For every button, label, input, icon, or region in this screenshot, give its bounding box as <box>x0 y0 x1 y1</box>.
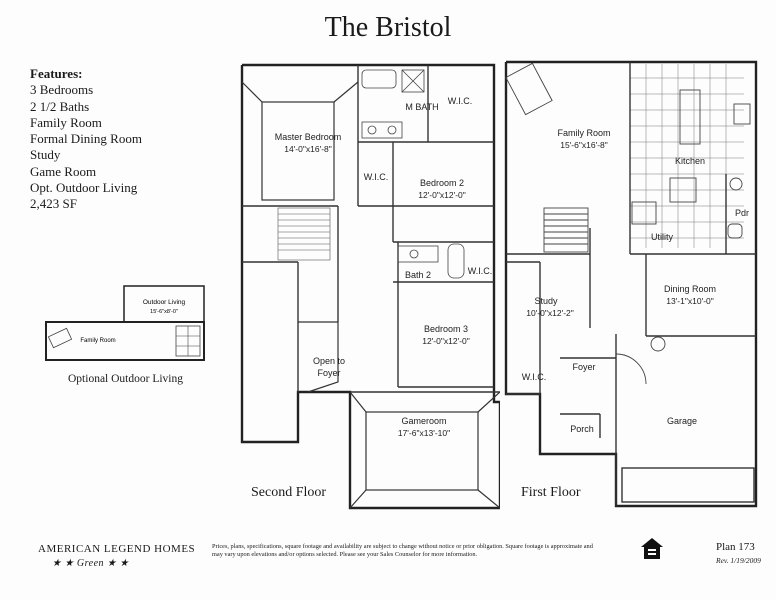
outdoor-living-label: Outdoor Living <box>143 299 186 306</box>
kitchen-label: Kitchen <box>675 156 705 166</box>
features-list: Features: 3 Bedrooms 2 1/2 Baths Family … <box>30 66 142 213</box>
master-bedroom-dims: 14'-0"x16'-8" <box>284 144 332 154</box>
m-bath-label: M BATH <box>405 102 438 112</box>
feature-item: 3 Bedrooms <box>30 82 94 98</box>
bedroom-3-label: Bedroom 3 <box>424 324 468 334</box>
bedroom-3-dims: 12'-0"x12'-0" <box>422 336 470 346</box>
study-label: Study <box>534 296 558 306</box>
feature-item: Formal Dining Room <box>30 131 142 147</box>
bedroom-2-label: Bedroom 2 <box>420 178 464 188</box>
study-dims: 10'-0"x12'-2" <box>526 308 574 318</box>
feature-item: Opt. Outdoor Living <box>30 180 138 196</box>
porch-label: Porch <box>570 424 594 434</box>
equal-housing-icon <box>641 538 663 559</box>
disclaimer-text: Prices, plans, specifications, square fo… <box>212 543 593 558</box>
utility-label: Utility <box>651 232 673 242</box>
feature-item: Family Room <box>30 114 102 130</box>
feature-item: Study <box>30 147 61 163</box>
features-heading: Features: <box>30 66 83 81</box>
gameroom-dims: 17'-6"x13'-10" <box>398 428 450 438</box>
family-room-dims: 15'-6"x16'-8" <box>560 140 608 150</box>
bath-2-label: Bath 2 <box>405 270 431 280</box>
second-floor-plan: M BATH W.I.C. Master Bedroom 14'-0"x16'-… <box>240 63 500 510</box>
builder-logo-name: AMERICAN LEGEND HOMES <box>38 543 196 555</box>
outdoor-living-dims: 15'-6"x8'-0" <box>150 309 178 315</box>
feature-item: 2,423 SF <box>30 196 77 212</box>
plan-number: Plan 173 <box>716 541 755 553</box>
outdoor-family-room-label: Family Room <box>80 338 115 344</box>
revision-date: Rev. 1/19/2009 <box>716 556 761 565</box>
optional-outdoor-plan: Outdoor Living 15'-6"x8'-0" Family Room <box>45 285 205 361</box>
wic-mid-label: W.I.C. <box>364 172 389 182</box>
feature-item: Game Room <box>30 163 97 179</box>
gameroom-label: Gameroom <box>401 416 446 426</box>
family-room-label: Family Room <box>557 128 610 138</box>
open-to-label: Open to <box>313 356 345 366</box>
garage-label: Garage <box>667 416 697 426</box>
bedroom-2-dims: 12'-0"x12'-0" <box>418 190 466 200</box>
pdr-label: Pdr <box>735 208 749 218</box>
first-wic-label: W.I.C. <box>522 372 547 382</box>
wic-top-label: W.I.C. <box>448 96 473 106</box>
second-floor-label: Second Floor <box>251 485 327 500</box>
plan-title: The Bristol <box>324 12 452 43</box>
open-to-foyer-label: Foyer <box>317 368 340 378</box>
first-floor-label: First Floor <box>521 485 581 500</box>
builder-logo-tagline: ★ ★ Green ★ ★ <box>52 558 129 569</box>
dining-room-label: Dining Room <box>664 284 716 294</box>
builder-logo: AMERICAN LEGEND HOMES ★ ★ Green ★ ★ <box>38 543 195 569</box>
wic-bath-2-label: W.I.C. <box>468 266 493 276</box>
foyer-label: Foyer <box>572 362 595 372</box>
optional-outdoor-caption: Optional Outdoor Living <box>68 373 183 385</box>
feature-item: 2 1/2 Baths <box>30 98 90 114</box>
master-bedroom-label: Master Bedroom <box>275 132 342 142</box>
first-floor-plan: Family Room 15'-6"x16'-8" Kitchen Utilit… <box>504 60 758 508</box>
dining-room-dims: 13'-1"x10'-0" <box>666 296 714 306</box>
